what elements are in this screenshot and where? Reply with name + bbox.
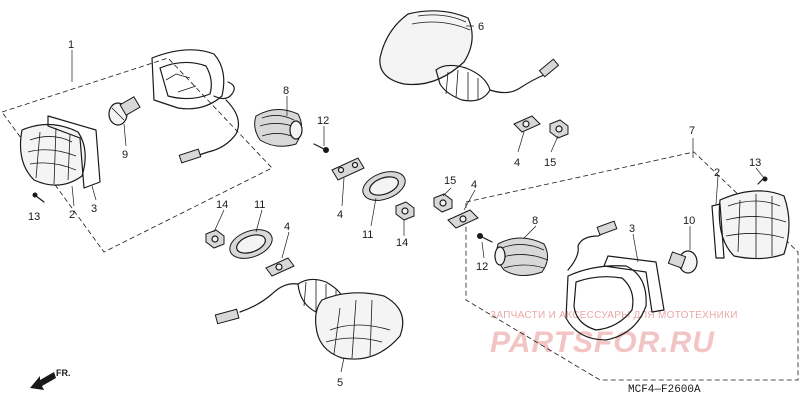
part-14-nut-lower-left bbox=[205, 229, 225, 249]
callout-7: 7 bbox=[689, 125, 695, 137]
callout-4-center-right: 4 bbox=[471, 179, 477, 191]
part-4-washer-center-right bbox=[447, 209, 479, 229]
part-9-bulb-left bbox=[108, 96, 141, 126]
part-5-turn-signal-bottom bbox=[297, 278, 404, 360]
part-4-washer-center-left bbox=[331, 157, 365, 181]
wire-connector-upper-left bbox=[178, 99, 239, 164]
callout-10: 10 bbox=[683, 215, 695, 227]
front-direction-arrow-icon: FR. bbox=[30, 368, 71, 390]
callout-13-left: 13 bbox=[28, 211, 40, 223]
watermark-tagline: ЗАПЧАСТИ И АКСЕССУАРЫ ДЛЯ МОТОТЕХНИКИ bbox=[490, 310, 738, 321]
part-3-gasket-right bbox=[603, 255, 665, 313]
frame-assembly-1 bbox=[1, 57, 273, 253]
part-6-turn-signal-top bbox=[379, 10, 491, 102]
callout-6: 6 bbox=[478, 21, 484, 33]
frame-assembly-7 bbox=[465, 151, 799, 381]
callout-4-lower-left: 4 bbox=[284, 221, 290, 233]
callout-14-center: 14 bbox=[396, 237, 408, 249]
callout-2-right: 2 bbox=[714, 167, 720, 179]
watermark-brand: PARTSFOR.RU bbox=[490, 326, 715, 359]
watermark: ЗАПЧАСТИ И АКСЕССУАРЫ ДЛЯ МОТОТЕХНИКИ PA… bbox=[490, 310, 738, 359]
part-12-screw-upper bbox=[313, 143, 329, 153]
part-housing-upper-left bbox=[151, 49, 235, 110]
callout-12-upper: 12 bbox=[317, 115, 329, 127]
callout-1: 1 bbox=[68, 39, 74, 51]
callout-8-right: 8 bbox=[532, 215, 538, 227]
wire-connector-bottom bbox=[214, 283, 299, 325]
part-2-lens-right bbox=[711, 190, 790, 260]
callout-numbers: 1 2 3 13 9 8 12 6 4 15 4 11 14 15 4 14 1… bbox=[28, 21, 761, 389]
wire-connector-top bbox=[489, 58, 560, 94]
callout-15-center: 15 bbox=[444, 175, 456, 187]
callout-4-top-right: 4 bbox=[514, 157, 520, 169]
callout-15-top-right: 15 bbox=[544, 157, 556, 169]
part-15-nut-top-right bbox=[549, 119, 569, 139]
front-direction-label: FR. bbox=[56, 368, 71, 378]
part-4-washer-lower-left bbox=[265, 257, 295, 277]
callout-3-right: 3 bbox=[629, 223, 635, 235]
callout-14-lower-left: 14 bbox=[216, 199, 228, 211]
diagram-code: MCF4—F2600A bbox=[628, 384, 701, 396]
callout-11-lower-left: 11 bbox=[254, 199, 265, 211]
part-8-socket-right bbox=[494, 237, 549, 276]
part-14-nut-center bbox=[395, 201, 415, 221]
part-11-gasket-lower-left bbox=[229, 229, 273, 259]
callout-9: 9 bbox=[122, 149, 128, 161]
part-housing-right bbox=[565, 265, 647, 341]
part-4-washer-top-right bbox=[513, 115, 541, 133]
callout-5: 5 bbox=[337, 377, 343, 389]
part-13-screw-right bbox=[757, 176, 768, 185]
part-2-lens-left bbox=[19, 123, 86, 186]
wire-connector-right bbox=[567, 220, 618, 271]
callout-2-left: 2 bbox=[69, 209, 75, 221]
part-13-screw-left bbox=[32, 192, 45, 203]
part-10-bulb-right bbox=[667, 250, 698, 274]
part-11-gasket-center-upper bbox=[362, 171, 406, 201]
callout-4-center-left: 4 bbox=[337, 209, 343, 221]
callout-8-upper: 8 bbox=[283, 85, 289, 97]
callout-3-left: 3 bbox=[91, 203, 97, 215]
part-8-socket-upper bbox=[254, 109, 303, 147]
callout-12-right: 12 bbox=[476, 261, 488, 273]
callout-13-right: 13 bbox=[749, 157, 761, 169]
callout-11-center: 11 bbox=[362, 229, 373, 241]
part-15-nut-center bbox=[433, 193, 453, 213]
leader-lines bbox=[71, 25, 765, 373]
part-3-gasket-left bbox=[47, 115, 101, 189]
part-12-screw-right bbox=[477, 233, 493, 243]
